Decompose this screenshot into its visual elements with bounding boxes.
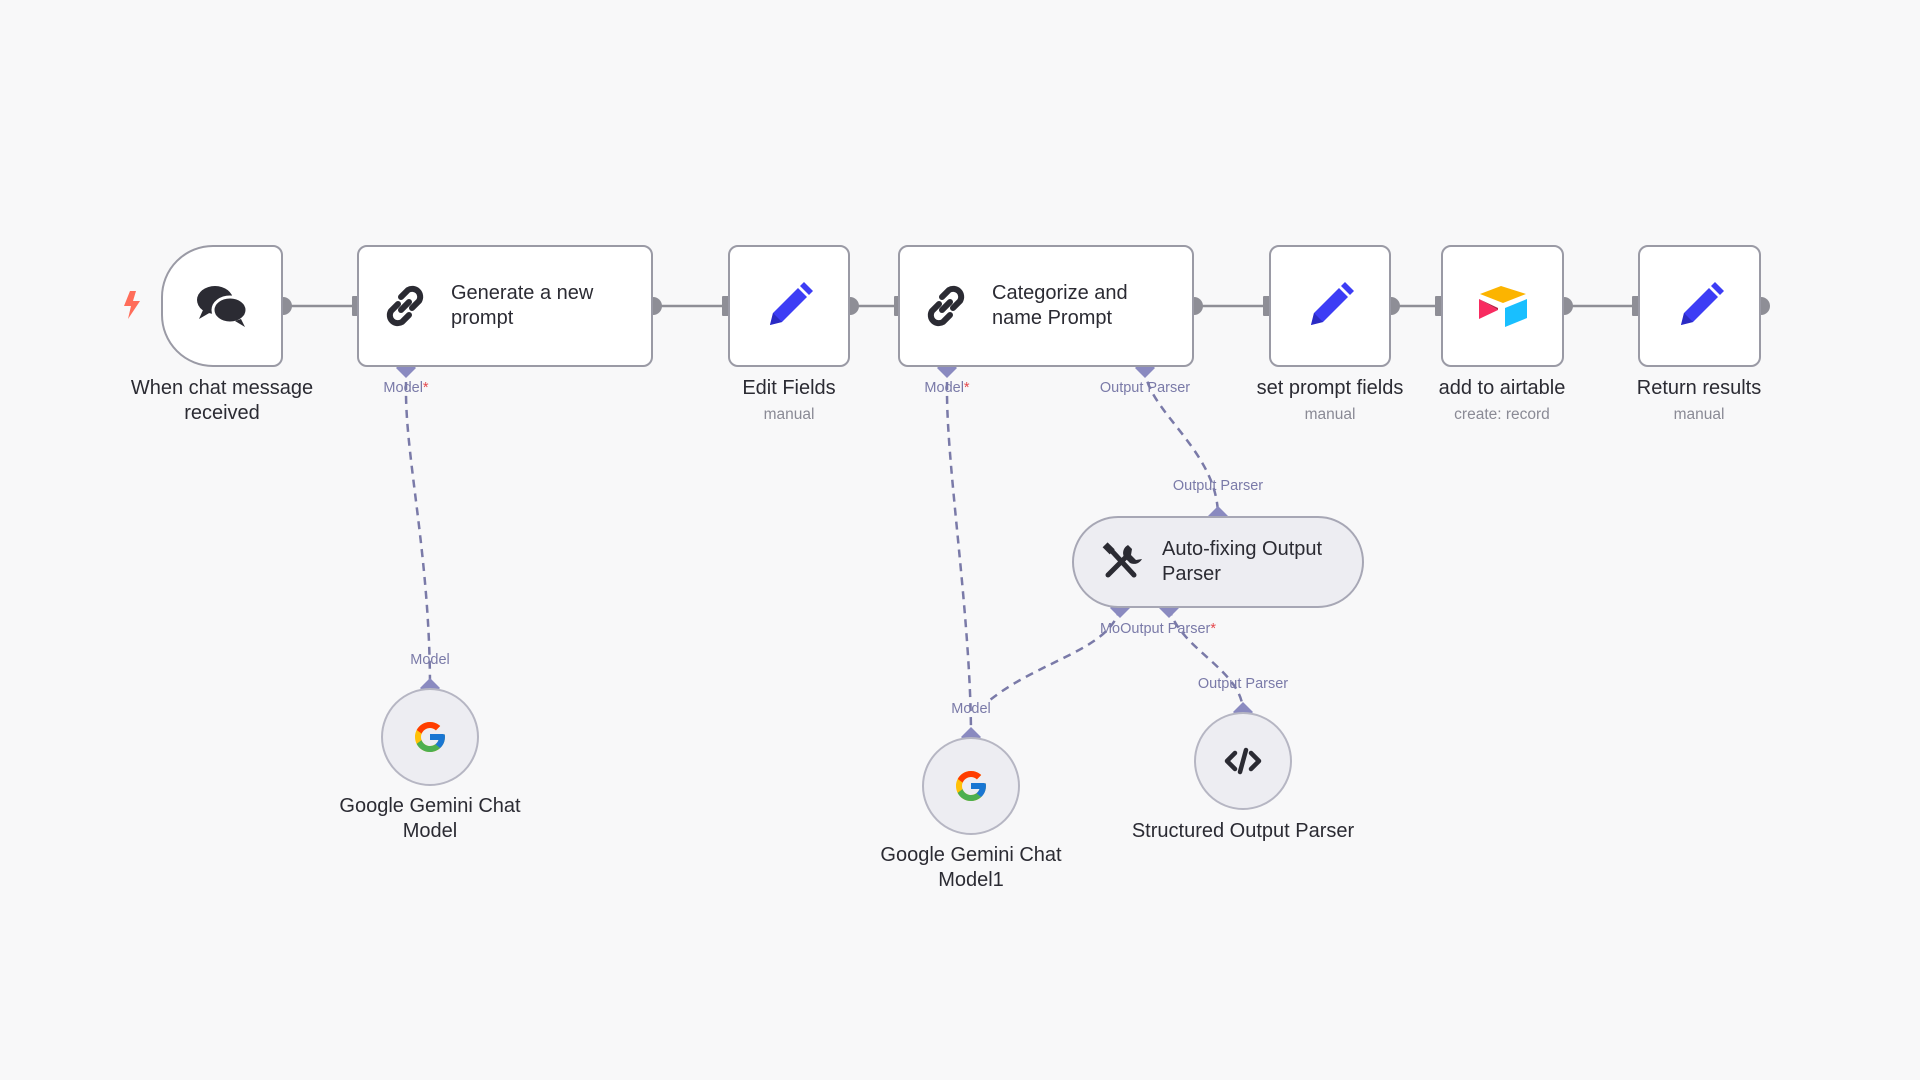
- node-generate-prompt-title: Generate a new prompt: [451, 282, 594, 329]
- node-gemini-model-1[interactable]: [922, 737, 1020, 835]
- port-label-autofix-inputs: MoOutput Parser*: [1099, 621, 1217, 637]
- node-chat-trigger[interactable]: [161, 245, 283, 367]
- node-return-results-subtitle: manual: [1673, 406, 1725, 423]
- node-categorize-prompt[interactable]: Categorize and name Prompt: [898, 245, 1194, 367]
- pencil-icon: [1673, 279, 1727, 333]
- tools-icon: [1100, 541, 1142, 583]
- port-label-gemini-model: Model: [410, 652, 450, 668]
- port-label-gemini1-model: Model: [951, 701, 991, 717]
- node-edit-fields-subtitle: manual: [763, 406, 815, 423]
- node-set-prompt-fields-subtitle: manual: [1304, 406, 1356, 423]
- google-g-icon: [953, 768, 989, 804]
- connection-gemini1-to-autofix: [989, 607, 1122, 701]
- node-structured-parser-title: Structured Output Parser: [1131, 820, 1355, 842]
- node-return-results[interactable]: [1638, 245, 1761, 367]
- connection-gemini-to-generate: [404, 368, 432, 689]
- node-set-prompt-fields-title: set prompt fields: [1256, 377, 1404, 399]
- node-return-results-title: Return results: [1636, 377, 1762, 399]
- code-brackets-icon: [1224, 746, 1262, 776]
- airtable-icon: [1476, 283, 1530, 329]
- node-add-to-airtable[interactable]: [1441, 245, 1564, 367]
- chain-link-icon: [920, 280, 972, 332]
- node-chat-trigger-title: When chat message received: [130, 377, 314, 424]
- chat-bubbles-icon: [195, 283, 249, 329]
- node-add-to-airtable-title: add to airtable: [1438, 377, 1566, 399]
- node-edit-fields-title: Edit Fields: [742, 377, 836, 399]
- port-label-categorize-parser: Output Parser: [1099, 380, 1191, 396]
- google-g-icon: [412, 719, 448, 755]
- node-edit-fields[interactable]: [728, 245, 850, 367]
- pencil-icon: [1303, 279, 1357, 333]
- trigger-bolt-icon: [124, 291, 140, 319]
- node-structured-parser[interactable]: [1194, 712, 1292, 810]
- pencil-icon: [762, 279, 816, 333]
- node-auto-fixing-parser-title: Auto-fixing Output Parser: [1162, 538, 1323, 585]
- port-label-categorize-model: Model*: [924, 380, 970, 396]
- node-generate-prompt[interactable]: Generate a new prompt: [357, 245, 653, 367]
- chain-link-icon: [379, 280, 431, 332]
- node-set-prompt-fields[interactable]: [1269, 245, 1391, 367]
- connection-structured-to-autofix: [1167, 607, 1245, 713]
- connection-gemini1-to-categorize: [945, 368, 973, 738]
- port-label-autofix-output: Output Parser: [1172, 478, 1264, 494]
- port-label-structured-output: Output Parser: [1197, 676, 1289, 692]
- node-categorize-prompt-title: Categorize and name Prompt: [992, 282, 1128, 329]
- node-gemini-model-title: Google Gemini Chat Model: [339, 795, 521, 842]
- node-add-to-airtable-subtitle: create: record: [1454, 406, 1550, 423]
- port-label-generate-model: Model*: [383, 380, 429, 396]
- node-gemini-model-1-title: Google Gemini Chat Model1: [880, 844, 1062, 891]
- ai-connections: [404, 367, 1245, 738]
- node-auto-fixing-parser[interactable]: Auto-fixing Output Parser: [1072, 516, 1364, 608]
- node-gemini-model[interactable]: [381, 688, 479, 786]
- connection-parser-to-categorize: [1143, 367, 1220, 517]
